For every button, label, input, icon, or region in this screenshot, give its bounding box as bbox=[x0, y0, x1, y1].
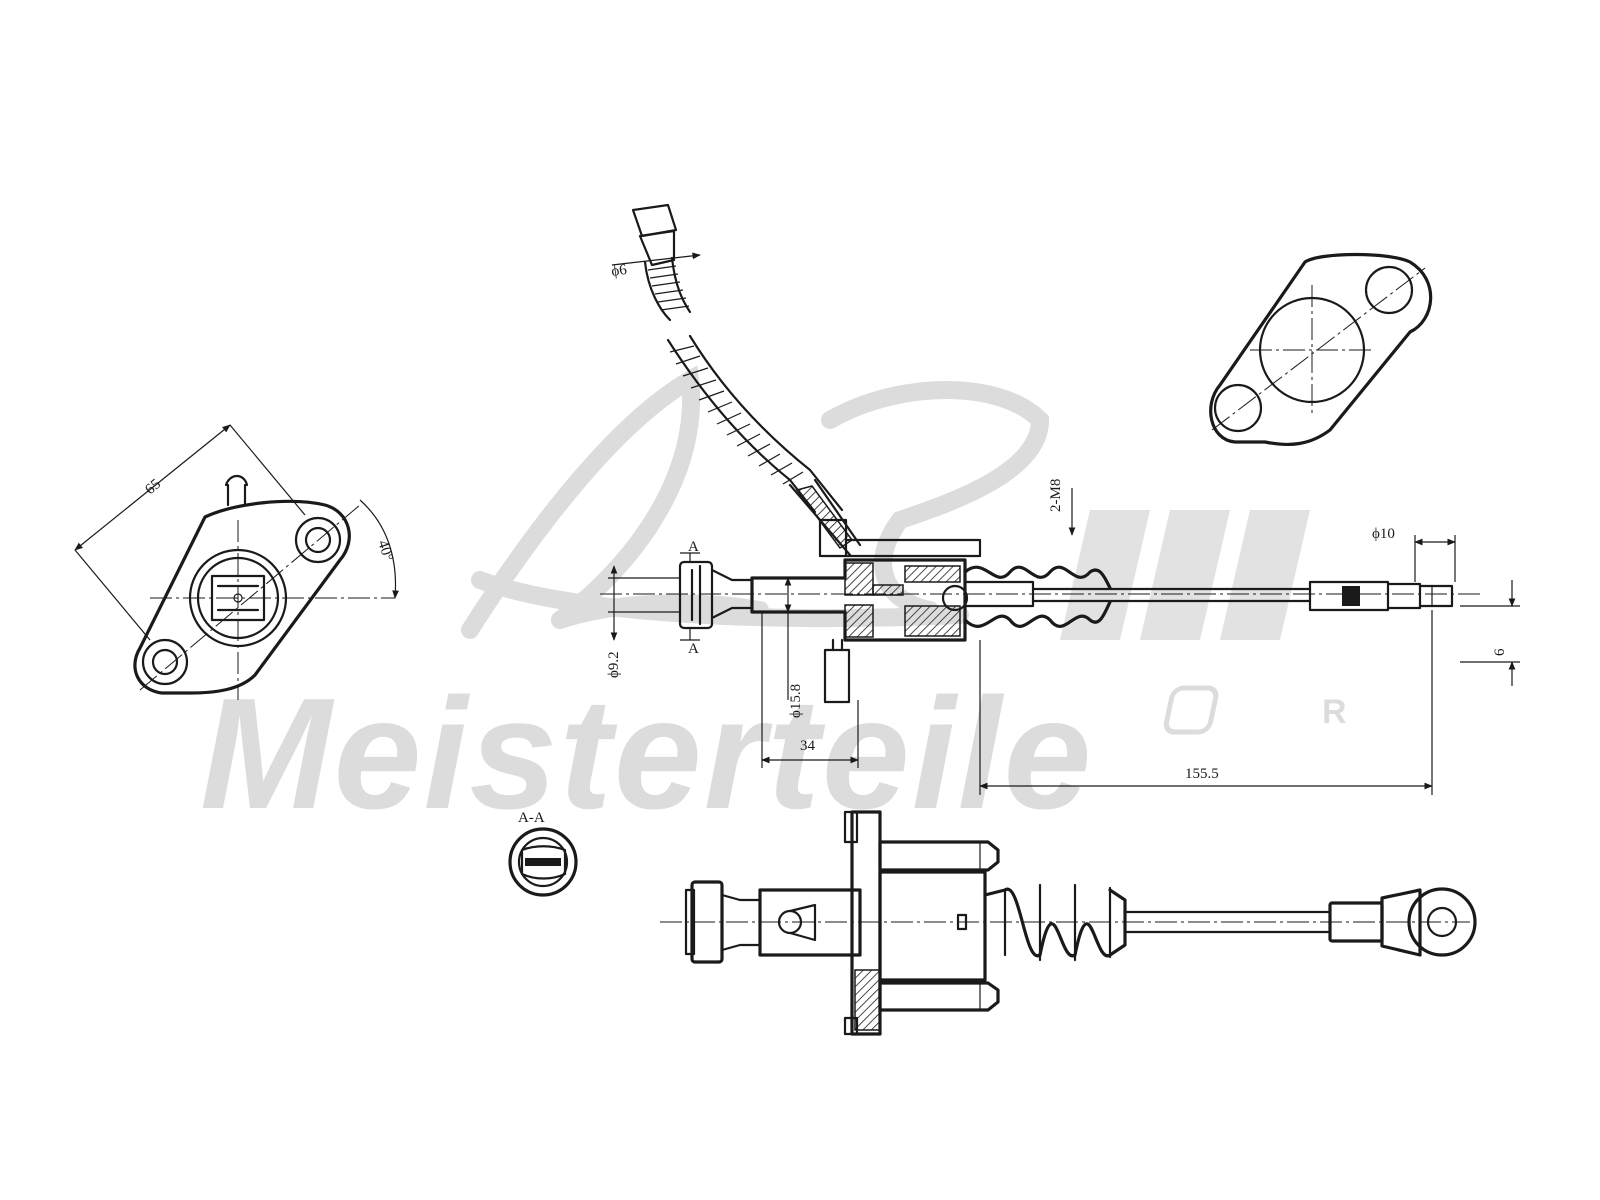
watermark-brand-text: Meisterteile bbox=[200, 666, 1093, 842]
watermark-registered-mark: R bbox=[1163, 685, 1347, 735]
section-marker-top: A bbox=[688, 539, 699, 555]
dim-bore-diameter: ϕ15.8 bbox=[788, 684, 804, 718]
section-marker-bottom: A bbox=[688, 641, 699, 657]
dim-rod-length: 155.5 bbox=[1185, 766, 1219, 782]
dim-inlet-diameter: ϕ9.2 bbox=[606, 651, 622, 678]
section-a-a: A-A bbox=[508, 810, 578, 897]
watermark-logo-bars bbox=[1060, 510, 1310, 640]
flexible-hose bbox=[631, 203, 862, 557]
dim-thread: 2-M8 bbox=[1048, 479, 1064, 512]
dim-rod-offset: 6 bbox=[1492, 648, 1508, 656]
cylinder-body bbox=[750, 518, 1035, 704]
flange-end-view: 65 40° bbox=[74, 424, 399, 700]
gasket-view bbox=[1209, 252, 1433, 447]
dim-flange-angle: 40° bbox=[374, 538, 396, 563]
dim-flange-width: 65 bbox=[142, 476, 164, 498]
master-cylinder-section: A A bbox=[600, 203, 1520, 795]
master-cylinder-external-view bbox=[660, 810, 1477, 1036]
dim-hose-diameter: ϕ6 bbox=[610, 262, 628, 280]
section-title: A-A bbox=[518, 810, 545, 826]
push-rod bbox=[1031, 580, 1454, 612]
dim-inlet-length: 34 bbox=[800, 738, 816, 754]
dim-rod-end-diameter: ϕ10 bbox=[1372, 526, 1395, 542]
svg-text:R: R bbox=[1322, 693, 1347, 731]
main-dimensions: ϕ6 2-M8 ϕ10 ϕ9.2 ϕ15.8 34 155.5 bbox=[606, 252, 1520, 795]
watermark: Meisterteile R bbox=[200, 365, 1347, 842]
bellows-boot bbox=[963, 565, 1112, 628]
watermark-logo-swirl bbox=[461, 365, 1050, 639]
